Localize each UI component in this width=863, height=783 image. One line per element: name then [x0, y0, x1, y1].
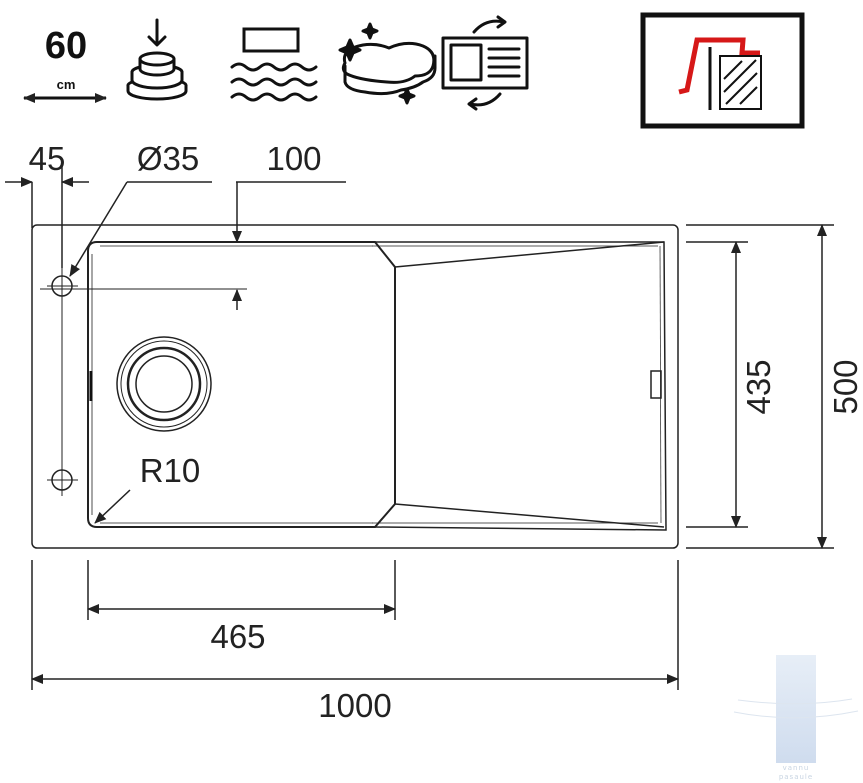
sink-outline [31, 224, 679, 549]
dim-tap-hole [69, 181, 212, 277]
watermark-logo: vannu pasaule [733, 655, 859, 781]
dim-total-width-label: 1000 [318, 687, 391, 724]
cook-manual-icon [441, 15, 529, 111]
dim-total-depth [686, 224, 834, 549]
cabinet-width-value: 60 [45, 25, 87, 67]
dim-corner-radius [94, 489, 131, 524]
dim-bowl-depth-offset-label: 100 [266, 140, 321, 177]
drain-outlet [116, 336, 212, 432]
dim-edge-offset [5, 164, 89, 268]
dim-bowl-width-label: 465 [210, 618, 265, 655]
dim-bowl-length [686, 241, 748, 528]
dim-edge-offset-label: 45 [29, 140, 66, 177]
installation-type-icon [640, 12, 805, 129]
dim-tap-hole-label: Ø35 [137, 140, 199, 177]
sponge-clean-icon [338, 22, 437, 105]
watermark-line2: pasaule [779, 773, 813, 781]
dim-total-width [31, 560, 679, 690]
watermark-line1: vannu [783, 764, 810, 772]
water-level-icon [230, 27, 318, 102]
cabinet-width-unit: cm [57, 77, 76, 92]
dish-stack-icon [126, 18, 188, 101]
dim-bowl-length-label: 435 [740, 359, 777, 414]
cabinet-width-icon: 60 cm [23, 25, 107, 103]
dim-corner-radius-label: R10 [140, 452, 201, 489]
dim-total-depth-label: 500 [827, 359, 863, 414]
dim-bowl-width [87, 560, 396, 620]
dim-bowl-depth-offset [40, 181, 346, 310]
